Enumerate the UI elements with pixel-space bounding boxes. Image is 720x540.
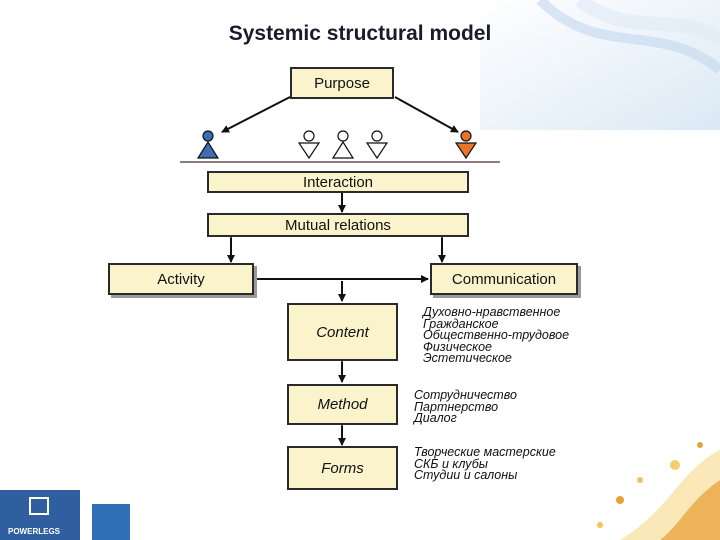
method-box: Method (287, 384, 398, 425)
mutual-relations-box: Mutual relations (207, 213, 469, 237)
arrow-purpose-right (394, 96, 459, 133)
list-item: Партнерство (414, 399, 499, 414)
list-item: Творческие мастерские (414, 445, 556, 459)
list-item: Общественно-трудовое (423, 328, 570, 342)
list-item: Физическое (423, 339, 492, 354)
interaction-box: Interaction (207, 171, 469, 193)
page-title: Systemic structural model (228, 22, 492, 45)
list-item: СКБ и клубы (414, 456, 488, 471)
background-logo-panel (0, 490, 130, 540)
list-item: Духовно-нравственное (423, 305, 561, 319)
content-list: Духовно-нравственное Гражданское Обществ… (423, 305, 570, 365)
background-swirl-bottom-right (597, 442, 720, 540)
figure-left-blue (196, 130, 220, 159)
list-item: Студии и салоны (414, 468, 518, 482)
list-item: Эстетическое (423, 351, 512, 365)
list-item: Сотрудничество (414, 388, 517, 402)
purpose-box: Purpose (290, 67, 394, 99)
figure-middle-2 (331, 130, 355, 159)
logo-text: POWERLEGS (8, 527, 61, 536)
activity-box: Activity (108, 263, 254, 295)
figure-right-orange (454, 130, 478, 160)
figure-middle-3 (365, 130, 389, 160)
forms-box: Forms (287, 446, 398, 490)
communication-box: Communication (430, 263, 578, 295)
method-list: Сотрудничество Партнерство Диалог (414, 388, 517, 425)
figure-middle-1 (297, 130, 321, 160)
arrow-purpose-left (221, 96, 291, 133)
background-swirl-top-right (480, 0, 720, 130)
list-item: Гражданское (423, 316, 499, 331)
content-box: Content (287, 303, 398, 361)
list-item: Диалог (414, 411, 457, 425)
forms-list: Творческие мастерские СКБ и клубы Студии… (414, 445, 556, 482)
